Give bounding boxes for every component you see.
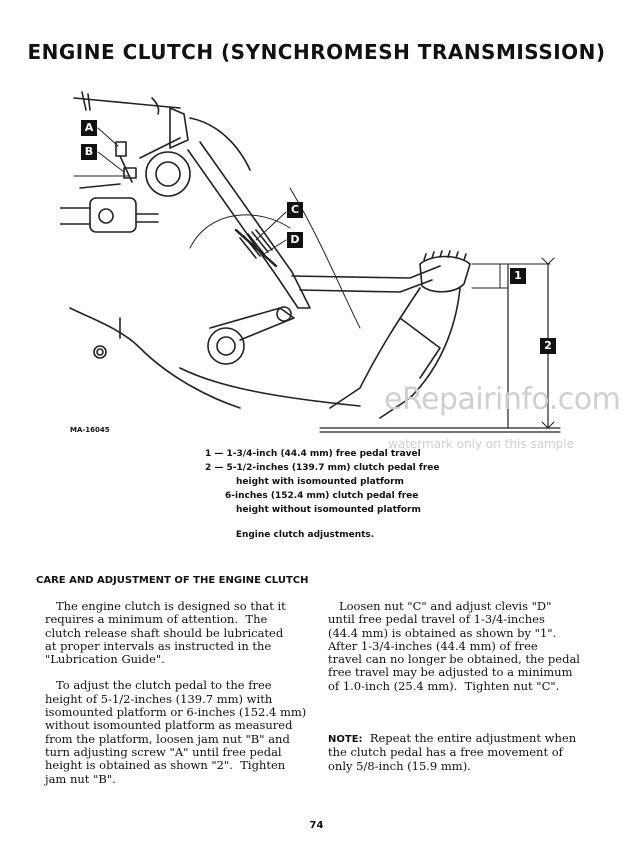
callout-b-label: B (81, 144, 97, 160)
note-line: NOTE: Repeat the entire adjustment when (328, 731, 608, 746)
text-line: To adjust the clutch pedal to the free (45, 678, 272, 693)
figure-id: MA-16045 (70, 426, 110, 434)
legend-line: 6-inches (152.4 mm) clutch pedal free (225, 491, 419, 501)
text-line: jam nut "B". (45, 771, 116, 786)
text-line: without isomounted platform as measured (45, 718, 293, 733)
text-line: isomounted platform or 6-inches (152.4 m… (45, 705, 307, 720)
legend-line: height without isomounted platform (236, 505, 421, 515)
text-line: only 5/8-inch (15.9 mm). (328, 758, 471, 773)
text-line: at proper intervals as instructed in the (45, 638, 272, 653)
legend-line: height with isomounted platform (236, 477, 404, 487)
legend-line: 2 — 5-1/2-inches (139.7 mm) clutch pedal… (205, 463, 440, 473)
legend-line: 1 — 1-3/4-inch (44.4 mm) free pedal trav… (205, 449, 421, 459)
callout-2-label: 2 (540, 338, 556, 354)
left-column: The engine clutch is designed so that it… (45, 599, 320, 786)
clutch-linkage-drawing (59, 91, 561, 433)
text-line: "Lubrication Guide". (45, 652, 165, 667)
text-line: travel can no longer be obtained, the pe… (328, 652, 580, 667)
callout-a-label: A (81, 120, 97, 136)
text-line: turn adjusting screw "A" until free peda… (45, 744, 282, 759)
watermark-logo-text: eRepairinfo.com (384, 382, 621, 417)
text-line: After 1-3/4-inches (44.4 mm) of free (328, 638, 538, 653)
text-line: the clutch pedal has a free movement of (328, 745, 563, 760)
clutch-linkage-illustration: A B C D 1 2 (59, 88, 620, 448)
figure-legend: 1 — 1-3/4-inch (44.4 mm) free pedal trav… (205, 447, 439, 517)
section-heading: CARE AND ADJUSTMENT OF THE ENGINE CLUTCH (36, 575, 309, 586)
text-line: of 1.0-inch (25.4 mm). Tighten nut "C". (328, 678, 560, 693)
note-text: Repeat the entire adjustment when (362, 731, 577, 746)
figure-caption: Engine clutch adjustments. (235, 530, 375, 540)
text-line: height is obtained as shown "2". Tighten (45, 758, 286, 773)
watermark-notice: watermark only on this sample (388, 437, 575, 451)
text-line: (44.4 mm) is obtained as shown by "1". (328, 625, 557, 640)
callout-1-label: 1 (510, 268, 526, 284)
callout-d-label: D (287, 232, 303, 248)
note-label: NOTE: (328, 734, 363, 746)
text-line: until free pedal travel of 1-3/4-inches (328, 612, 545, 627)
text-line: requires a minimum of attention. The (45, 612, 268, 627)
page-title: ENGINE CLUTCH (SYNCHROMESH TRANSMISSION) (27, 40, 606, 64)
text-line: Loosen nut "C" and adjust clevis "D" (328, 599, 552, 613)
page-number: 74 (309, 820, 324, 831)
callout-c-label: C (287, 202, 303, 218)
text-line: The engine clutch is designed so that it (45, 599, 286, 613)
text-line: height of 5-1/2-inches (139.7 mm) with (45, 691, 273, 706)
text-line: from the platform, loosen jam nut "B" an… (45, 731, 290, 746)
text-line: clutch release shaft should be lubricate… (45, 625, 284, 640)
text-line: free travel may be adjusted to a minimum (328, 665, 573, 680)
right-column: Loosen nut "C" and adjust clevis "D" unt… (328, 599, 608, 773)
